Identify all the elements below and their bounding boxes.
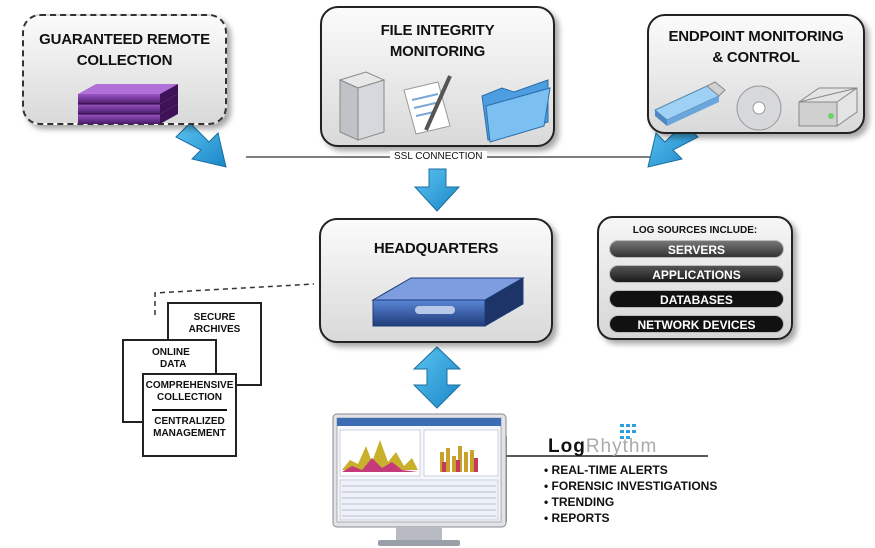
logrhythm-logo: LogRhythm [548,436,657,458]
feature-list: REAL-TIME ALERTS FORENSIC INVESTIGATIONS… [544,462,718,526]
log-source-network-devices: NETWORK DEVICES [609,315,784,333]
feature-forensic-investigations: FORENSIC INVESTIGATIONS [544,478,718,494]
fim-title-line2: MONITORING [389,43,486,60]
file-integrity-box: FILE INTEGRITY MONITORING [320,6,555,147]
headquarters-box: HEADQUARTERS [319,218,553,343]
comp-collection-line2: COLLECTION [157,392,222,403]
log-sources-panel: LOG SOURCES INCLUDE: SERVERS APPLICATION… [597,216,793,340]
log-sources-heading: LOG SOURCES INCLUDE: [632,225,758,236]
fim-icons [338,71,551,143]
usb-drive-icon [654,81,726,126]
arrow-remote-to-ssl [175,122,227,168]
fim-title-line1: FILE INTEGRITY [380,22,495,39]
online-data-line1: ONLINE [152,347,190,358]
logo-part-log: Log [548,436,586,457]
rack-appliance-icon [78,84,178,124]
cd-disc-icon [736,85,782,131]
endpoint-title-line2: & CONTROL [712,49,800,66]
secure-archives-line1: SECURE [193,312,236,323]
doc-collection-management: COMPREHENSIVE COLLECTION CENTRALIZED MAN… [142,373,237,457]
endpoint-title-line1: ENDPOINT MONITORING [668,28,844,45]
feature-reports: REPORTS [544,510,717,526]
doc-divider [152,409,227,411]
server-tower-icon [338,71,386,141]
logo-part-rhythm: Rhythm [585,436,658,457]
log-source-applications: APPLICATIONS [609,265,784,283]
log-source-servers: SERVERS [609,240,784,258]
comp-collection-line1: COMPREHENSIVE [145,380,234,391]
archive-dashed-line [154,283,315,315]
secure-archives-line2: ARCHIVES [188,324,241,335]
remote-collection-box: GUARANTEED REMOTE COLLECTION [22,14,227,125]
online-data-line2: DATA [160,359,187,370]
hard-drive-icon [798,87,858,127]
feature-trending: TRENDING [544,494,717,510]
arrow-ssl-to-hq [413,168,461,212]
centralized-management-line2: MANAGEMENT [153,428,226,439]
ssl-connection-label: SSL CONNECTION [390,151,487,162]
centralized-management-line1: CENTRALIZED [154,416,225,427]
endpoint-icons [654,81,858,131]
hq-appliance-icon [371,277,525,327]
log-source-databases: DATABASES [609,290,784,308]
arrow-hq-to-console [412,346,462,409]
hq-title: HEADQUARTERS [373,240,499,257]
remote-title-line1: GUARANTEED REMOTE [39,31,210,48]
folder-icon [481,79,551,143]
endpoint-monitoring-box: ENDPOINT MONITORING & CONTROL [647,14,865,134]
document-pen-icon [403,75,452,135]
feature-real-time-alerts: REAL-TIME ALERTS [544,462,717,478]
remote-title-line2: COLLECTION [76,52,173,69]
